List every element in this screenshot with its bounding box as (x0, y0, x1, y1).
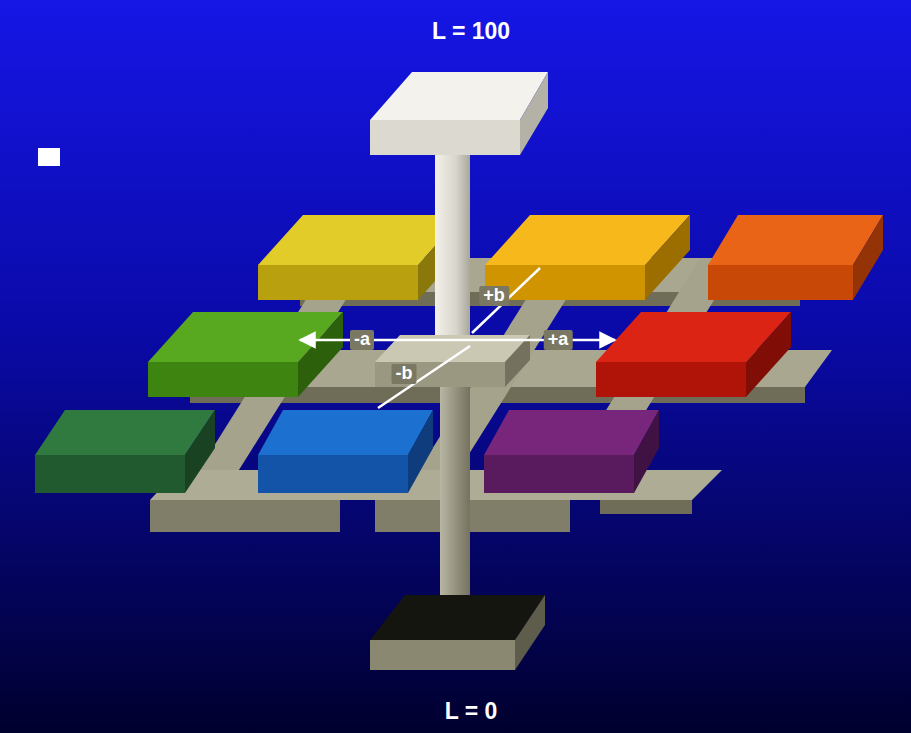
lightness-min-label: L = 0 (445, 699, 498, 724)
purple-box (484, 410, 659, 493)
white-top-slab (370, 72, 548, 155)
axis-lines (300, 268, 615, 408)
dark-green-box (35, 410, 215, 493)
yellow-box (258, 215, 463, 300)
lower-column (440, 387, 470, 612)
red-box (596, 312, 791, 397)
orange-yellow-box (485, 215, 690, 300)
white-square (38, 148, 60, 166)
axis-label: -b (392, 364, 417, 384)
axis-label: +b (479, 286, 509, 306)
black-base-slab (370, 595, 545, 670)
center-block (375, 335, 530, 387)
green-box (148, 312, 343, 397)
axis-label: +a (544, 330, 573, 350)
blue-box (258, 410, 433, 493)
orange-box (708, 215, 883, 300)
axis-label: -a (350, 330, 374, 350)
lightness-max-label: L = 100 (432, 19, 510, 44)
lightness-column (435, 150, 470, 350)
